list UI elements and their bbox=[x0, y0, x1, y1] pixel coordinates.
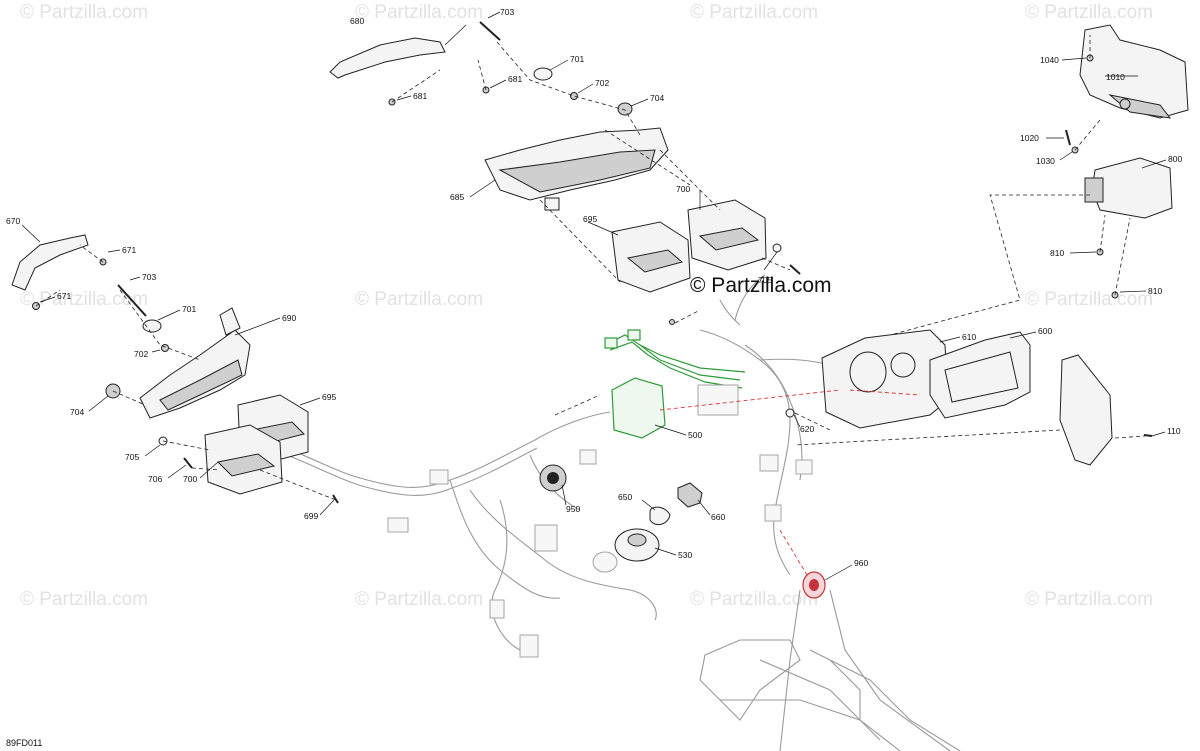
watermark: © Partzilla.com bbox=[20, 589, 148, 610]
watermark: © Partzilla.com bbox=[355, 289, 483, 310]
wiring-harness bbox=[254, 274, 831, 658]
callout-660[interactable]: 660 bbox=[711, 512, 725, 522]
callout-1010[interactable]: 1010 bbox=[1106, 72, 1125, 82]
callout-1020[interactable]: 1020 bbox=[1020, 133, 1039, 143]
watermark: © Partzilla.com bbox=[20, 2, 148, 23]
callout-leaders bbox=[21, 11, 1167, 581]
watermark: © Partzilla.com bbox=[690, 2, 818, 23]
assembly-leaders-top bbox=[391, 41, 791, 324]
upper-relay-modules bbox=[611, 199, 801, 325]
connector bbox=[489, 599, 505, 619]
callout-700[interactable]: 700 bbox=[183, 474, 197, 484]
callout-620[interactable]: 620 bbox=[800, 424, 814, 434]
callout-671[interactable]: 671 bbox=[57, 291, 71, 301]
steering-column-frame bbox=[699, 589, 961, 751]
connector bbox=[387, 517, 409, 533]
callout-650[interactable]: 650 bbox=[618, 492, 632, 502]
module-800 bbox=[1091, 157, 1173, 219]
lower-leaders bbox=[554, 394, 1146, 446]
watermark: © Partzilla.com bbox=[355, 589, 483, 610]
watermark-layer: © Partzilla.com © Partzilla.com © Partzi… bbox=[20, 2, 1153, 610]
callout-703[interactable]: 703 bbox=[142, 272, 156, 282]
connector bbox=[579, 449, 597, 465]
connector bbox=[759, 454, 779, 472]
watermark: © Partzilla.com bbox=[1025, 2, 1153, 23]
switch-components bbox=[539, 464, 703, 573]
callout-1030[interactable]: 1030 bbox=[1036, 156, 1055, 166]
callout-695[interactable]: 695 bbox=[583, 214, 597, 224]
callout-labels: 680 703 701 681 702 681 704 685 700 695 … bbox=[6, 7, 1182, 568]
bracket-680 bbox=[329, 37, 446, 79]
connector bbox=[764, 504, 782, 522]
left-relay-modules bbox=[204, 394, 309, 495]
callout-702[interactable]: 702 bbox=[595, 78, 609, 88]
callout-701[interactable]: 701 bbox=[570, 54, 584, 64]
callout-700[interactable]: 700 bbox=[676, 184, 690, 194]
callout-810[interactable]: 810 bbox=[1148, 286, 1162, 296]
watermark: © Partzilla.com bbox=[1025, 589, 1153, 610]
callout-703[interactable]: 703 bbox=[500, 7, 514, 17]
bolt-1020 bbox=[1065, 129, 1071, 146]
callout-960[interactable]: 960 bbox=[854, 558, 868, 568]
red-leaders bbox=[659, 389, 921, 581]
nut-650 bbox=[649, 506, 671, 526]
assembly-leaders-left bbox=[35, 244, 337, 501]
watermark: © Partzilla.com bbox=[20, 289, 148, 310]
callout-702[interactable]: 702 bbox=[134, 349, 148, 359]
callout-704[interactable]: 704 bbox=[70, 407, 84, 417]
connector bbox=[519, 634, 539, 658]
callout-685[interactable]: 685 bbox=[450, 192, 464, 202]
callout-671[interactable]: 671 bbox=[122, 245, 136, 255]
highlighted-part-960 bbox=[802, 571, 826, 599]
callout-681[interactable]: 681 bbox=[508, 74, 522, 84]
partzilla-watermark: © Partzilla.com bbox=[690, 274, 832, 297]
upper-bracket-assembly bbox=[329, 21, 669, 211]
callout-500[interactable]: 500 bbox=[688, 430, 702, 440]
callout-670[interactable]: 670 bbox=[6, 216, 20, 226]
callout-695[interactable]: 695 bbox=[322, 392, 336, 402]
callout-690[interactable]: 690 bbox=[282, 313, 296, 323]
right-mount-assembly bbox=[1065, 24, 1189, 299]
bolt-703 bbox=[117, 284, 147, 317]
callout-810[interactable]: 810 bbox=[1050, 248, 1064, 258]
callout-705[interactable]: 705 bbox=[758, 275, 772, 285]
bracket-1010 bbox=[1079, 24, 1189, 119]
left-bracket-assembly bbox=[11, 234, 339, 504]
callout-681[interactable]: 681 bbox=[413, 91, 427, 101]
assembly-leaders-right bbox=[889, 35, 1131, 336]
connector bbox=[429, 469, 449, 485]
callout-706[interactable]: 706 bbox=[148, 474, 162, 484]
bracket-670 bbox=[11, 234, 89, 291]
switch-500 bbox=[611, 377, 666, 439]
callout-110[interactable]: 110 bbox=[1167, 426, 1181, 436]
switch-660 bbox=[677, 482, 703, 508]
connector bbox=[534, 524, 558, 552]
bolt-703 bbox=[479, 21, 501, 41]
watermark: © Partzilla.com bbox=[690, 589, 818, 610]
bracket-110-side bbox=[1059, 354, 1113, 466]
callout-800[interactable]: 800 bbox=[1168, 154, 1182, 164]
callout-699[interactable]: 699 bbox=[304, 511, 318, 521]
watermark: © Partzilla.com bbox=[355, 2, 483, 23]
gauge-cluster bbox=[785, 329, 1153, 466]
grommet-701 bbox=[142, 319, 162, 333]
callout-704[interactable]: 704 bbox=[650, 93, 664, 103]
diagram-code: 89FD011 bbox=[6, 738, 42, 748]
callout-1040[interactable]: 1040 bbox=[1040, 55, 1059, 65]
callout-705[interactable]: 705 bbox=[125, 452, 139, 462]
callout-701[interactable]: 701 bbox=[182, 304, 196, 314]
callout-680[interactable]: 680 bbox=[350, 16, 364, 26]
callout-610[interactable]: 610 bbox=[962, 332, 976, 342]
watermark: © Partzilla.com bbox=[1025, 289, 1153, 310]
callout-530[interactable]: 530 bbox=[678, 550, 692, 560]
callout-600[interactable]: 600 bbox=[1038, 326, 1052, 336]
screw-620 bbox=[785, 408, 795, 418]
grommet-701 bbox=[533, 67, 553, 81]
callout-950[interactable]: 950 bbox=[566, 504, 580, 514]
highlighted-switch-500 bbox=[604, 329, 746, 439]
connector bbox=[795, 459, 813, 475]
grommet-704 bbox=[617, 102, 633, 116]
